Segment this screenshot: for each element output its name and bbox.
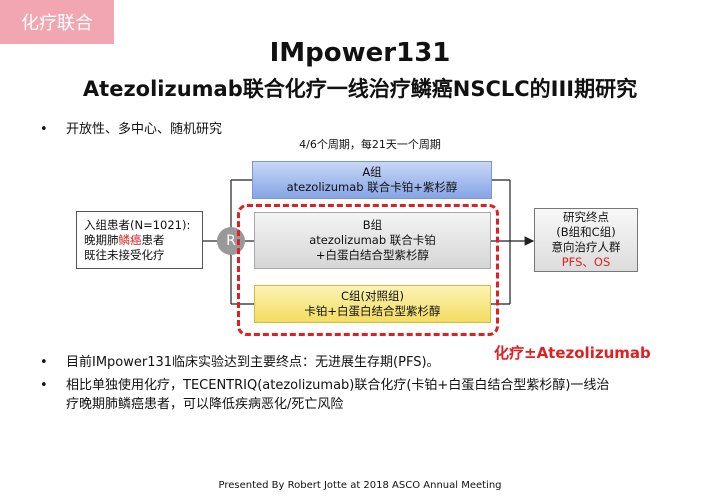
arm-b-name: B组 [362, 218, 383, 232]
endpoint-measures: PFS、OS [561, 255, 611, 269]
endpoint-population: 意向治疗人群 [551, 240, 621, 254]
bullet-text: 相比单独使用化疗，TECENTRIQ(atezolizumab)联合化疗(卡铂+… [66, 378, 610, 393]
bullet-text: 开放性、多中心、随机研究 [66, 122, 223, 137]
patient-type-highlight: 鳞癌 [118, 232, 142, 247]
bullet-text: 目前IMpower131临床实验达到主要终点：无进展生存期(PFS)。 [66, 355, 440, 370]
bullet-dot: • [40, 122, 48, 137]
bullet-text: 疗晚期肺鳞癌患者，可以降低疾病恶化/死亡风险 [66, 397, 344, 412]
combo-label: 化疗±Atezolizumab [494, 344, 651, 362]
patient-box: 入组患者(N=1021): 晚期肺鳞癌患者 既往未接受化疗 [76, 211, 203, 269]
patient-type: 晚期肺鳞癌患者 [84, 233, 165, 248]
arm-b-regimen-2: +白蛋白结合型紫杉醇 [315, 248, 430, 262]
patient-count: 入组患者(N=1021): [84, 217, 191, 232]
slide-title: IMpower131 [269, 38, 451, 68]
arm-a-name: A组 [362, 165, 382, 179]
arm-b-box: B组 atezolizumab 联合卡铂 +白蛋白结合型紫杉醇 [254, 212, 491, 269]
patient-history: 既往未接受化疗 [84, 247, 165, 262]
endpoint-title: 研究终点 [563, 210, 609, 224]
patient-type-prefix: 晚期肺 [84, 232, 119, 247]
arm-c-regimen: 卡铂+白蛋白结合型紫杉醇 [304, 304, 441, 318]
arm-a-box: A组 atezolizumab 联合卡铂+紫杉醇 [252, 161, 492, 199]
footer-credit: Presented By Robert Jotte at 2018 ASCO A… [218, 480, 502, 491]
combo-highlight-frame [237, 204, 499, 336]
endpoint-box: 研究终点 (B组和C组) 意向治疗人群 PFS、OS [534, 208, 638, 272]
patient-type-suffix: 患者 [141, 232, 165, 247]
slide-subtitle: Atezolizumab联合化疗一线治疗鳞癌NSCLC的III期研究 [82, 77, 638, 101]
endpoint-arms: (B组和C组) [556, 225, 616, 239]
bullet-dot: • [40, 355, 48, 370]
arm-c-name: C组(对照组) [340, 289, 404, 303]
randomization-node: R [217, 227, 245, 255]
corner-tag: 化疗联合 [0, 0, 114, 44]
bullet-dot: • [40, 378, 48, 393]
arm-a-regimen: atezolizumab 联合卡铂+紫杉醇 [286, 180, 458, 194]
arm-b-regimen: atezolizumab 联合卡铂 [309, 233, 436, 247]
cycle-label: 4/6个周期，每21天一个周期 [299, 138, 441, 151]
arm-c-box: C组(对照组) 卡铂+白蛋白结合型紫杉醇 [254, 285, 491, 323]
